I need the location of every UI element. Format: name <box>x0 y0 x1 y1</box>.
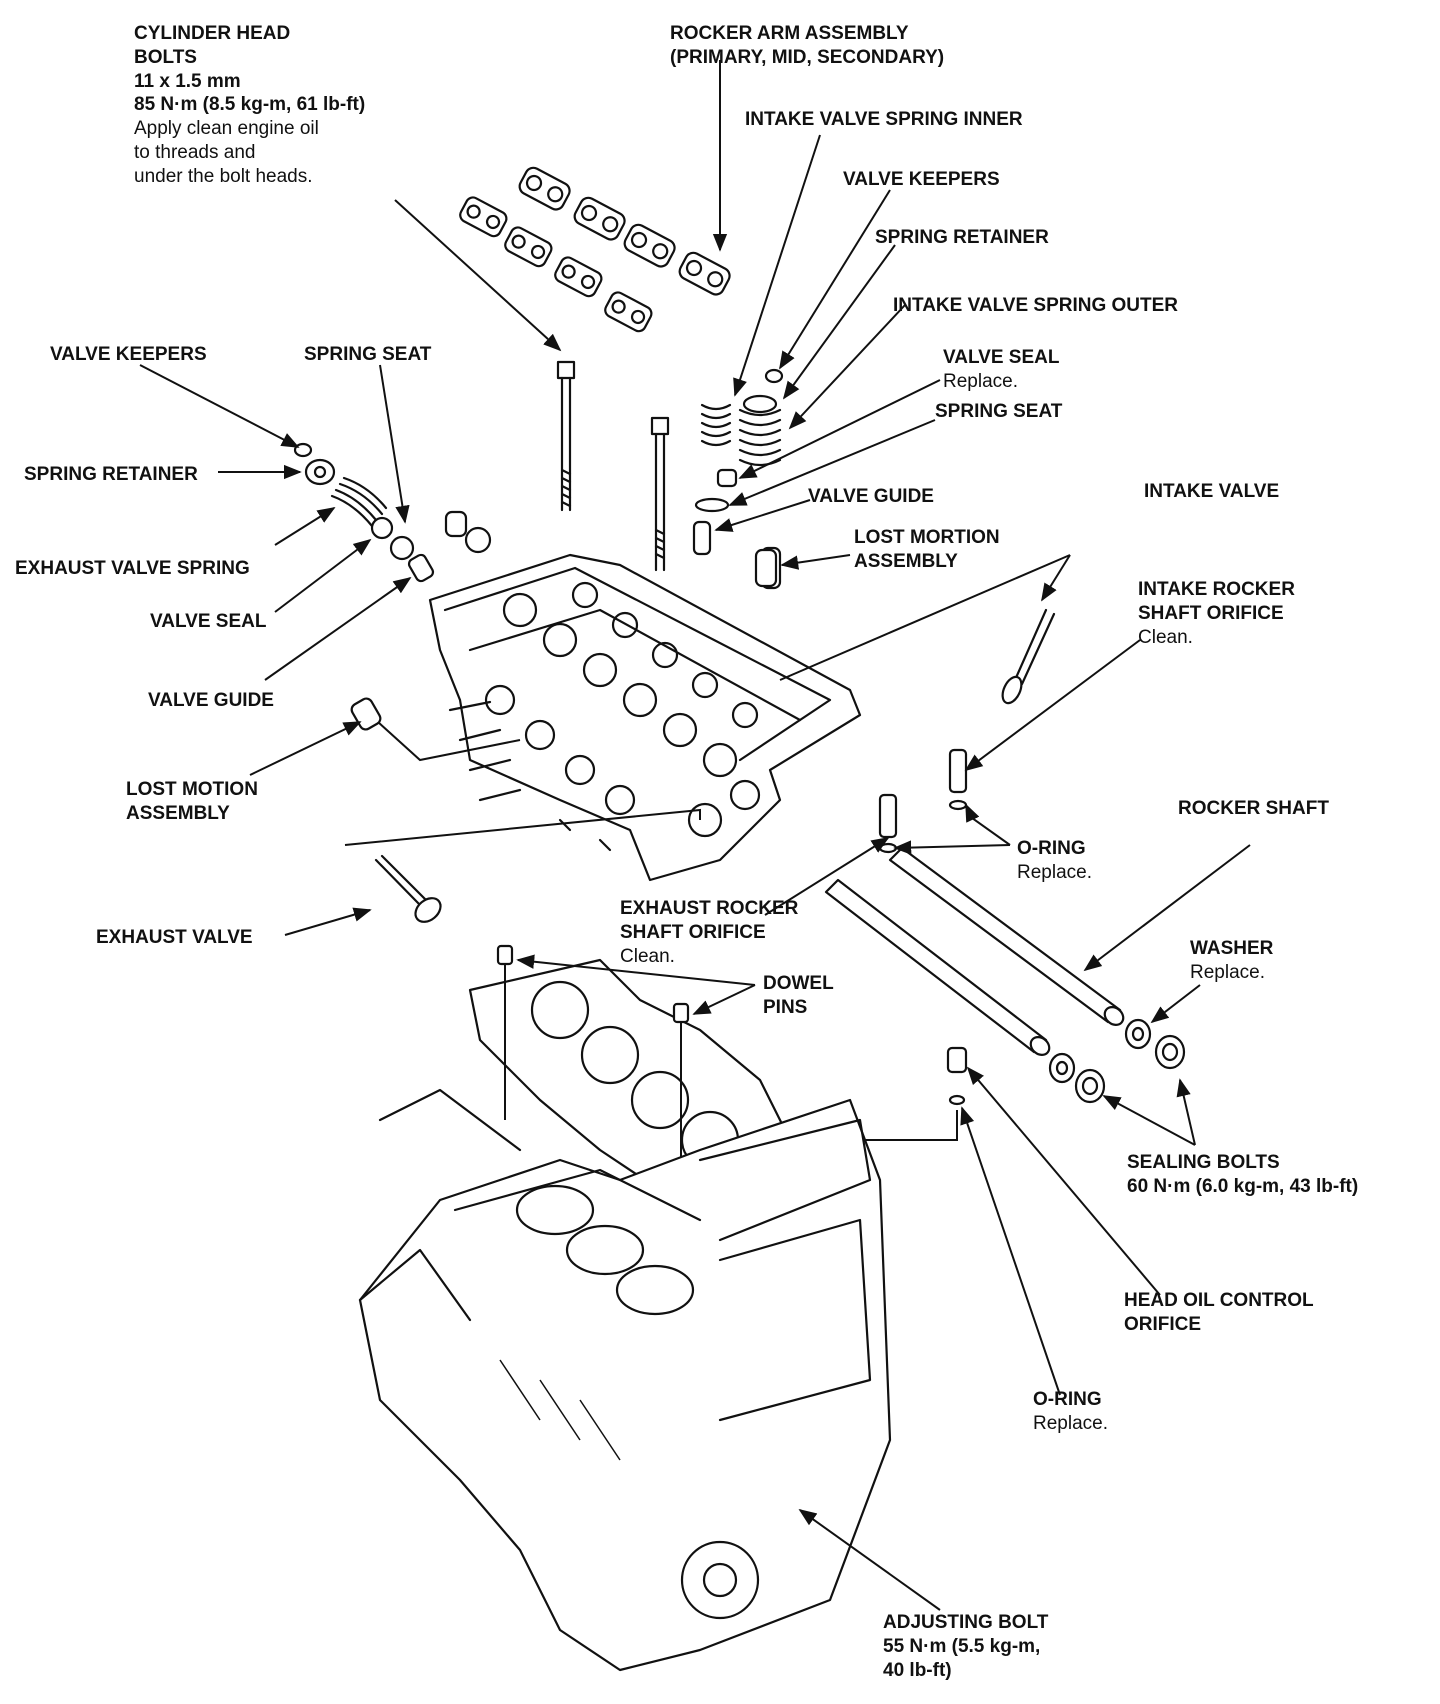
label-valve-seal-left: VALVE SEAL <box>150 611 267 632</box>
label-valve-keepers-left: VALVE KEEPERS <box>50 344 207 365</box>
engine-block <box>358 1088 892 1672</box>
label-intake-valve: INTAKE VALVE <box>1144 481 1280 502</box>
exhaust-valve-stack <box>293 442 492 583</box>
cylinder-head <box>428 553 862 882</box>
label-head-oil-control-orifice: HEAD OIL CONTROL ORIFICE <box>1124 1290 1314 1335</box>
label-valve-keepers-right: VALVE KEEPERS <box>843 169 1000 190</box>
label-spring-retainer-left: SPRING RETAINER <box>24 464 198 485</box>
label-sealing-bolts: SEALING BOLTS 60 N·m (6.0 kg-m, 43 lb-ft… <box>1127 1152 1359 1197</box>
label-spring-seat-left: SPRING SEAT <box>304 344 432 365</box>
label-o-ring-upper: O-RING Replace. <box>1017 838 1092 883</box>
label-adjusting-bolt: ADJUSTING BOLT 55 N·m (5.5 kg-m, 40 lb-f… <box>883 1612 1049 1681</box>
rocker-shafts <box>824 846 1125 1056</box>
rocker-arm-group <box>459 166 731 333</box>
label-spring-retainer-right: SPRING RETAINER <box>875 227 1049 248</box>
lost-mortion-part <box>754 548 778 588</box>
label-rocker-arm-assembly: ROCKER ARM ASSEMBLY (PRIMARY, MID, SECON… <box>670 23 945 68</box>
label-intake-valve-spring-outer: INTAKE VALVE SPRING OUTER <box>893 295 1179 316</box>
exhaust-rocker-orifice <box>878 793 898 854</box>
exhaust-valve <box>374 854 442 923</box>
label-lost-mortion-assembly: LOST MORTION ASSEMBLY <box>854 527 1000 572</box>
dowel-pins <box>496 944 690 1180</box>
intake-rocker-orifice <box>948 748 968 811</box>
label-exhaust-valve: EXHAUST VALVE <box>96 927 253 948</box>
label-dowel-pins: DOWEL PINS <box>763 973 834 1018</box>
label-valve-guide-left: VALVE GUIDE <box>148 690 274 711</box>
label-washer: WASHER Replace. <box>1190 938 1274 983</box>
label-o-ring-lower: O-RING Replace. <box>1033 1389 1108 1434</box>
label-lost-motion-assembly: LOST MOTION ASSEMBLY <box>126 779 258 824</box>
washers-and-sealing-bolts <box>1048 1018 1186 1104</box>
label-exhaust-rocker-shaft-orifice: EXHAUST ROCKER SHAFT ORIFICE Clean. <box>620 898 799 967</box>
label-cylinder-head-bolts: CYLINDER HEAD BOLTS 11 x 1.5 mm 85 N·m (… <box>134 23 366 187</box>
label-rocker-shaft: ROCKER SHAFT <box>1178 798 1329 819</box>
label-valve-seal-right: VALVE SEAL Replace. <box>943 347 1060 392</box>
intake-valve <box>1001 608 1056 705</box>
leader-lines <box>139 60 1251 1611</box>
label-spring-seat-right: SPRING SEAT <box>935 401 1063 422</box>
label-intake-valve-spring-inner: INTAKE VALVE SPRING INNER <box>745 109 1023 130</box>
head-bolts <box>556 360 670 572</box>
label-valve-guide-right: VALVE GUIDE <box>808 486 934 507</box>
label-intake-rocker-shaft-orifice: INTAKE ROCKER SHAFT ORIFICE Clean. <box>1138 579 1295 648</box>
label-exhaust-valve-spring: EXHAUST VALVE SPRING <box>15 558 250 579</box>
